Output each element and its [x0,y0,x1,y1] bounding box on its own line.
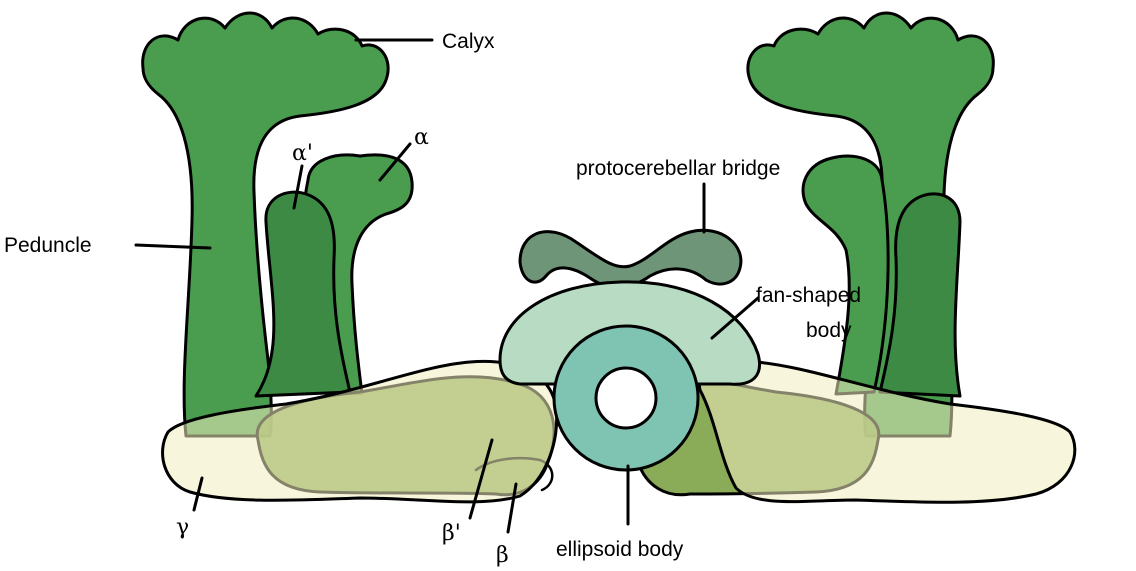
ellipsoid-body-hole [596,368,656,428]
fan-shaped-body-label-line1: fan-shaped [756,284,861,307]
protocerebellar-bridge [520,230,741,287]
ellipsoid-body-label: ellipsoid body [556,538,684,561]
protocerebellar-bridge-label: protocerebellar bridge [576,157,780,180]
alpha-prime-label: α' [292,141,313,166]
right-alpha-lobe [803,156,888,394]
beta-prime-label: β' [442,521,461,546]
gamma-label: γ [176,515,189,540]
alpha-label: α [414,125,429,150]
peduncle-label: Peduncle [4,234,92,257]
fan-shaped-body-label-line2: body [806,319,852,342]
calyx-label: Calyx [442,30,495,53]
left-mushroom-body [143,13,557,502]
beta-label: β [496,543,509,568]
